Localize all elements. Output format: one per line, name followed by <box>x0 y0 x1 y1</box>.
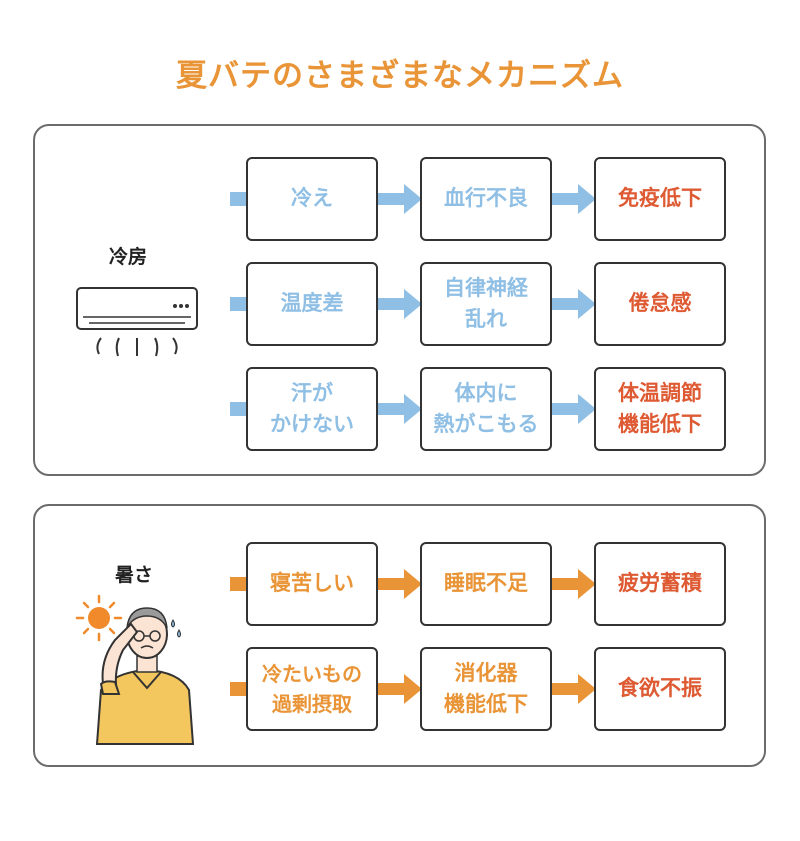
arrow-icon <box>552 394 596 424</box>
lead-marker <box>230 577 248 591</box>
arrow-icon <box>378 289 422 319</box>
arrow-icon <box>552 289 596 319</box>
result-box: 食欲不振 <box>594 647 726 731</box>
arrow-icon <box>378 674 422 704</box>
result-box: 免疫低下 <box>594 157 726 241</box>
page-title: 夏バテのさまざまなメカニズム <box>176 58 624 94</box>
flow-box: 体内に 熱がこもる <box>420 367 552 451</box>
result-box: 倦怠感 <box>594 262 726 346</box>
result-box: 体温調節 機能低下 <box>594 367 726 451</box>
flow-box: 睡眠不足 <box>420 542 552 626</box>
flow-box: 自律神経 乱れ <box>420 262 552 346</box>
air-conditioner-icon <box>76 287 198 357</box>
flow-box: 冷え <box>246 157 378 241</box>
lead-marker <box>230 297 248 311</box>
flow-box: 温度差 <box>246 262 378 346</box>
arrow-icon <box>378 569 422 599</box>
lead-marker <box>230 682 248 696</box>
arrow-icon <box>378 394 422 424</box>
arrow-icon <box>552 569 596 599</box>
ac-panel: 冷房 冷え 血行不良 免疫低下 温度差 自律神経 乱れ 倦怠感 汗が かけない … <box>33 124 766 476</box>
arrow-icon <box>552 184 596 214</box>
section-label-heat: 暑さ <box>115 564 154 586</box>
flow-box: 血行不良 <box>420 157 552 241</box>
sweating-man-sun-icon <box>75 594 195 745</box>
arrow-icon <box>552 674 596 704</box>
flow-box: 汗が かけない <box>246 367 378 451</box>
flow-box: 消化器 機能低下 <box>420 647 552 731</box>
heat-panel: 暑さ 寝苦しい 睡眠不足 疲労蓄積 冷たいも <box>33 504 766 767</box>
flow-box: 冷たいもの 過剰摂取 <box>246 647 378 731</box>
result-box: 疲労蓄積 <box>594 542 726 626</box>
lead-marker <box>230 402 248 416</box>
flow-box: 寝苦しい <box>246 542 378 626</box>
section-label-ac: 冷房 <box>109 246 148 268</box>
arrow-icon <box>378 184 422 214</box>
lead-marker <box>230 192 248 206</box>
